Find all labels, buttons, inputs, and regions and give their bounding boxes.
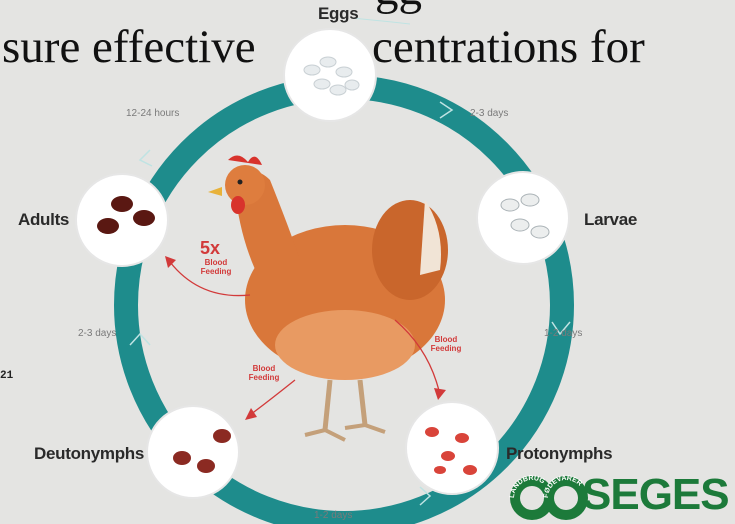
logo-wordmark: SEGES: [582, 470, 730, 519]
duration-adults-to-eggs: 12-24 hours: [126, 108, 180, 119]
protonymphs-bubble: [405, 401, 499, 495]
slide-title-fragment: gg: [375, 0, 422, 16]
feeding-multiplier: 5x: [200, 238, 221, 258]
seges-logo: LANDBRUG FØDEVARER: [509, 475, 588, 520]
slide-text-left: sure effective: [2, 21, 256, 73]
duration-deutonymphs-to-adults: 2-3 days: [78, 328, 117, 339]
stage-label-eggs: Eggs: [318, 4, 359, 23]
feeding-label-protonymphs: Blood Feeding: [430, 335, 462, 353]
larvae-bubble: [476, 171, 570, 265]
duration-protonymphs-to-deutonymphs: 1-2 days: [314, 510, 353, 521]
eggs-bubble: [283, 28, 377, 122]
stage-label-larvae: Larvae: [584, 210, 638, 229]
slide-text-right: centrations for: [372, 21, 645, 73]
feeding-label-adults: Blood Feeding: [200, 258, 232, 276]
stage-label-deutonymphs: Deutonymphs: [34, 444, 145, 463]
ring-chevrons: [129, 101, 571, 506]
deutonymphs-bubble: [146, 405, 240, 499]
duration-larvae-to-protonymphs: 1-2 days: [544, 328, 583, 339]
feeding-arrowheads: [165, 256, 446, 420]
stage-label-protonymphs: Protonymphs: [506, 444, 613, 463]
duration-eggs-to-larvae: 2-3 days: [470, 108, 509, 119]
left-edge-fragment: 21: [0, 370, 14, 382]
eggs-pointer: [351, 17, 411, 25]
hen-illustration: [208, 155, 448, 442]
feeding-label-deutonymphs: Blood Feeding: [248, 364, 280, 382]
stage-label-adults: Adults: [18, 210, 70, 229]
adults-bubble: [75, 173, 169, 267]
